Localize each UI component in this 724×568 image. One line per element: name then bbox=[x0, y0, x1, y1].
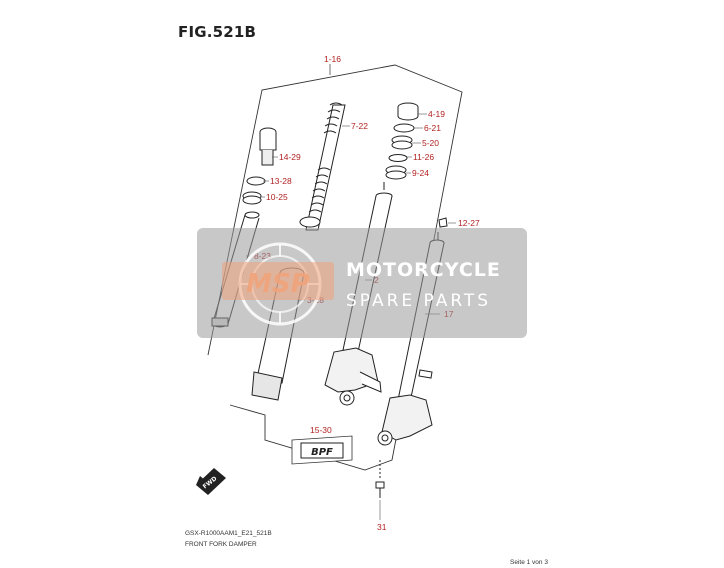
part-cap-bolt bbox=[259, 127, 277, 166]
watermark-line1: MOTORCYCLE bbox=[346, 259, 501, 281]
model-code: GSX-R1000AAM1_E21_521B bbox=[185, 530, 272, 537]
watermark-line2: SPARE PARTS bbox=[346, 291, 491, 311]
part-bushing-4-19 bbox=[397, 102, 419, 121]
label-11-26: 11-26 bbox=[413, 152, 434, 162]
label-9-24: 9-24 bbox=[412, 168, 429, 178]
part-ring-6-21 bbox=[393, 123, 415, 133]
label-7-22: 7-22 bbox=[351, 121, 368, 131]
page-number: Seite 1 von 3 bbox=[510, 559, 548, 566]
label-6-21: 6-21 bbox=[424, 123, 441, 133]
label-1-16: 1-16 bbox=[324, 54, 341, 64]
label-15-30: 15-30 bbox=[310, 425, 332, 435]
figure-name: FRONT FORK DAMPER bbox=[185, 541, 257, 548]
part-dust-seal-9-24 bbox=[385, 165, 407, 180]
label-14-29: 14-29 bbox=[279, 152, 301, 162]
label-31: 31 bbox=[377, 522, 387, 532]
label-12-27: 12-27 bbox=[458, 218, 480, 228]
part-oring-13-28 bbox=[246, 176, 266, 186]
part-bolt-31 bbox=[375, 460, 385, 498]
figure-title: FIG.521B bbox=[178, 23, 257, 41]
fwd-arrow-icon: FWD bbox=[196, 468, 226, 495]
label-5-20: 5-20 bbox=[422, 138, 439, 148]
label-4-19: 4-19 bbox=[428, 109, 445, 119]
part-decal-15-30: BPF bbox=[291, 435, 353, 465]
assembly-outline bbox=[207, 64, 463, 471]
part-spring bbox=[299, 102, 346, 231]
label-10-25: 10-25 bbox=[266, 192, 288, 202]
part-seal-5-20 bbox=[391, 135, 413, 150]
part-washer-10-25 bbox=[242, 191, 262, 205]
watermark-logo: MSP bbox=[246, 269, 310, 299]
decal-text: BPF bbox=[311, 447, 333, 458]
label-13-28: 13-28 bbox=[270, 176, 292, 186]
watermark: MSP MOTORCYCLE SPARE PARTS bbox=[197, 228, 527, 338]
part-clip-11-26 bbox=[388, 154, 408, 162]
part-bolt-12-27 bbox=[438, 217, 448, 228]
